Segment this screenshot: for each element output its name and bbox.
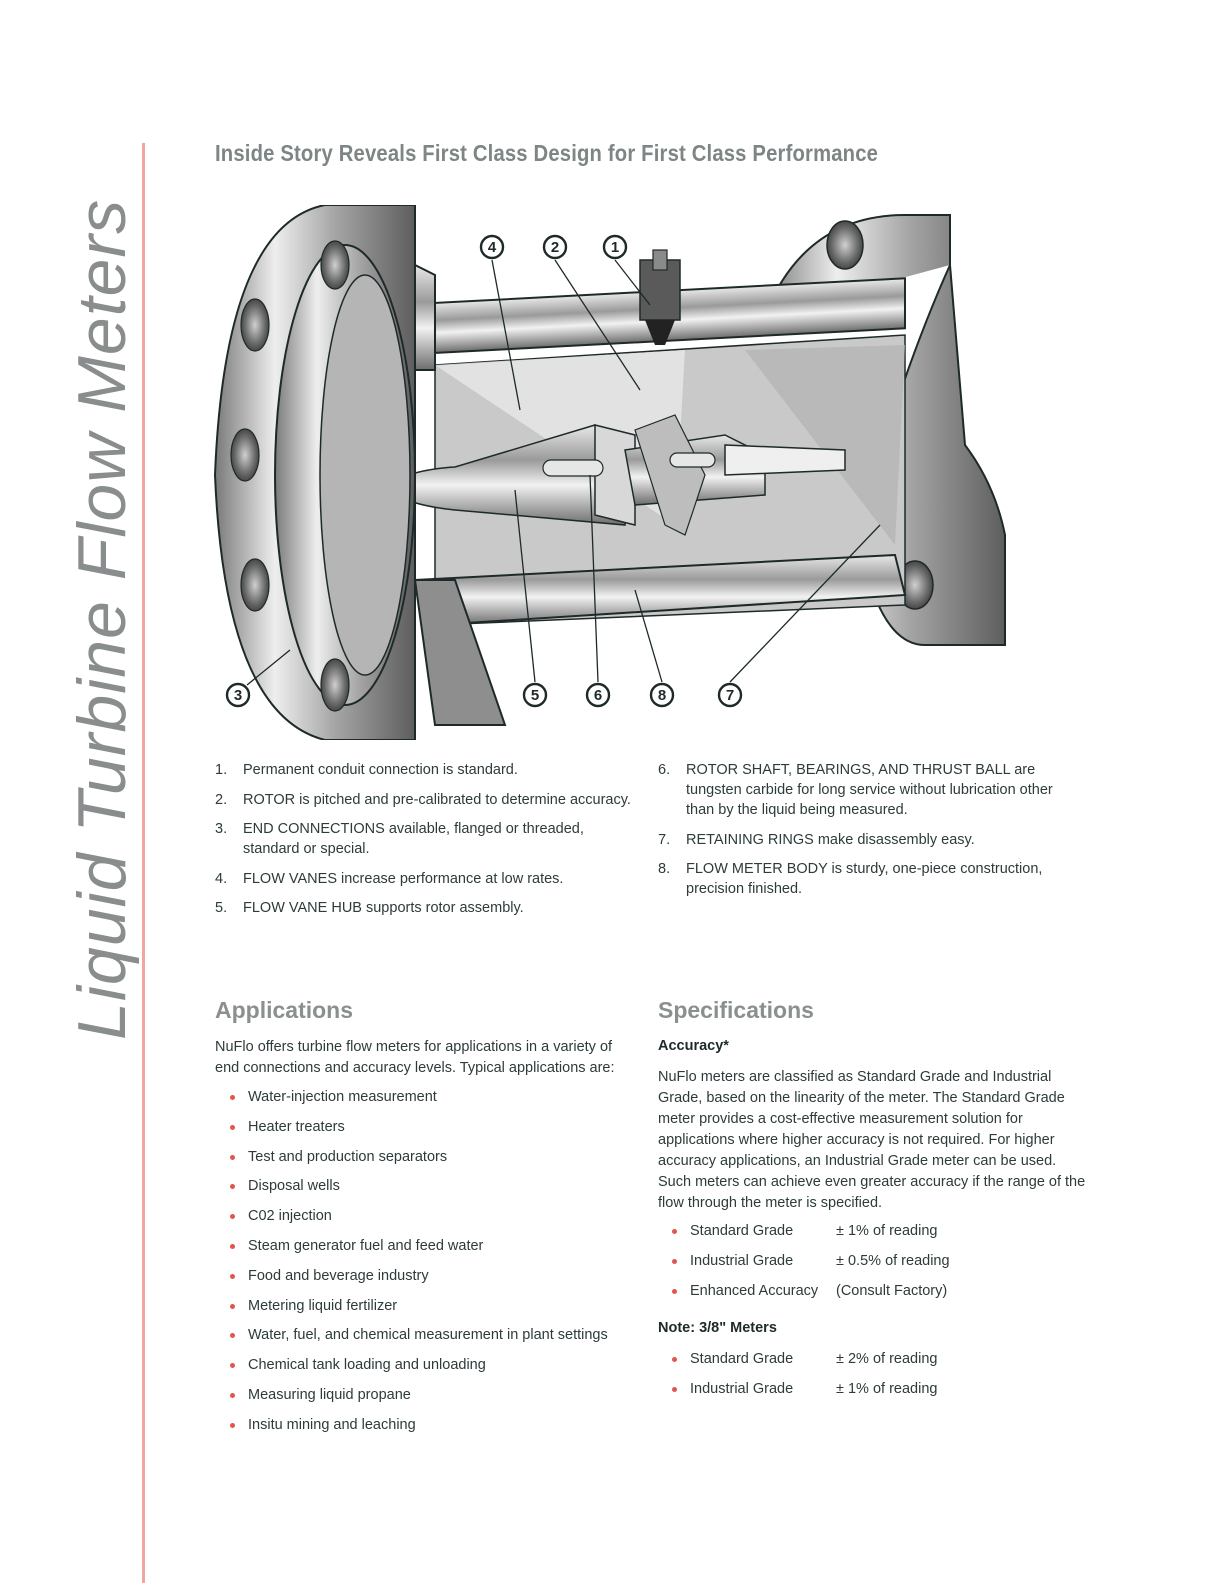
note-subheading: Note: 3/8" Meters <box>658 1320 777 1336</box>
callout-2: 2 <box>542 234 568 260</box>
feature-item: 5.FLOW VANE HUB supports rotor assembly. <box>215 900 524 916</box>
turbine-meter-cutaway-diagram: 4 2 1 3 5 6 8 7 <box>213 205 1006 740</box>
svg-text:6: 6 <box>594 687 602 704</box>
bullet-icon <box>230 1273 235 1279</box>
page-heading: Inside Story Reveals First Class Design … <box>215 140 879 166</box>
grade-item: Standard Grade± 1% of reading <box>672 1221 937 1251</box>
feature-item: 3.END CONNECTIONS available, flanged or … <box>215 821 584 857</box>
accuracy-grade-list: Standard Grade± 1% of reading Industrial… <box>672 1221 950 1311</box>
bullet-icon <box>230 1095 235 1100</box>
svg-text:1: 1 <box>611 239 619 256</box>
application-item: Food and beverage industry <box>230 1266 608 1296</box>
bullet-icon <box>672 1288 677 1294</box>
application-item: Steam generator fuel and feed water <box>230 1236 608 1266</box>
bullet-icon <box>230 1392 235 1398</box>
feature-item: 6.ROTOR SHAFT, BEARINGS, AND THRUST BALL… <box>658 762 1053 818</box>
application-item: Disposal wells <box>230 1176 608 1206</box>
feature-item: 4.FLOW VANES increase performance at low… <box>215 870 564 887</box>
applications-heading: Applications <box>215 997 354 1023</box>
pickup-fitting <box>639 249 681 345</box>
bullet-icon <box>230 1363 235 1369</box>
svg-text:8: 8 <box>658 687 666 704</box>
application-item: Metering liquid fertilizer <box>230 1296 608 1326</box>
accuracy-subheading: Accuracy* <box>658 1038 729 1054</box>
side-title: Liquid Turbine Flow Meters <box>64 198 140 1040</box>
features-list-left: 1.Permanent conduit connection is standa… <box>215 760 635 928</box>
callout-1: 1 <box>602 234 628 260</box>
bullet-icon <box>230 1154 235 1160</box>
callout-8: 8 <box>649 682 675 708</box>
note-grade-list: Standard Grade± 2% of reading Industrial… <box>672 1349 937 1409</box>
feature-item: 8.FLOW METER BODY is sturdy, one-piece c… <box>658 861 1043 897</box>
callout-5: 5 <box>522 682 548 708</box>
application-item: Water, fuel, and chemical measurement in… <box>230 1325 608 1355</box>
bullet-icon <box>672 1357 677 1362</box>
side-divider-rule <box>142 143 145 1583</box>
bullet-icon <box>672 1229 677 1234</box>
bullet-icon <box>230 1422 235 1428</box>
bullet-icon <box>230 1333 235 1339</box>
bullet-icon <box>230 1184 235 1190</box>
svg-text:4: 4 <box>488 239 497 256</box>
specifications-heading: Specifications <box>658 997 814 1023</box>
callout-6: 6 <box>585 682 611 708</box>
application-item: Insitu mining and leaching <box>230 1415 608 1445</box>
svg-text:5: 5 <box>531 687 539 704</box>
applications-intro: NuFlo offers turbine flow meters for app… <box>215 1039 615 1076</box>
applications-list: Water-injection measurement Heater treat… <box>230 1087 608 1445</box>
grade-item: Industrial Grade± 1% of reading <box>672 1379 937 1409</box>
grade-item: Standard Grade± 2% of reading <box>672 1349 937 1379</box>
feature-item: 7.RETAINING RINGS make disassembly easy. <box>658 831 975 848</box>
application-item: Water-injection measurement <box>230 1087 608 1117</box>
application-item: C02 injection <box>230 1206 608 1236</box>
bullet-icon <box>672 1258 677 1264</box>
bullet-icon <box>230 1214 235 1220</box>
application-item: Measuring liquid propane <box>230 1385 608 1415</box>
callout-3: 3 <box>225 682 251 708</box>
bullet-icon <box>230 1303 235 1309</box>
feature-item: 1.Permanent conduit connection is standa… <box>215 762 518 778</box>
bullet-icon <box>230 1124 235 1130</box>
accuracy-description: NuFlo meters are classified as Standard … <box>658 1069 1086 1211</box>
grade-item: Industrial Grade± 0.5% of reading <box>672 1251 950 1281</box>
svg-text:2: 2 <box>551 239 559 256</box>
bullet-icon <box>672 1386 677 1392</box>
left-flange <box>213 205 416 740</box>
svg-text:7: 7 <box>726 687 734 704</box>
features-list-right: 6.ROTOR SHAFT, BEARINGS, AND THRUST BALL… <box>658 760 1083 909</box>
rotor-assembly <box>383 414 846 536</box>
application-item: Heater treaters <box>230 1117 608 1147</box>
application-item: Chemical tank loading and unloading <box>230 1355 608 1385</box>
callout-7: 7 <box>717 682 743 708</box>
grade-item: Enhanced Accuracy(Consult Factory) <box>672 1281 947 1311</box>
callout-4: 4 <box>479 234 505 260</box>
svg-text:3: 3 <box>234 687 242 704</box>
bullet-icon <box>230 1243 235 1249</box>
feature-item: 2.ROTOR is pitched and pre-calibrated to… <box>215 791 631 808</box>
application-item: Test and production separators <box>230 1147 608 1177</box>
